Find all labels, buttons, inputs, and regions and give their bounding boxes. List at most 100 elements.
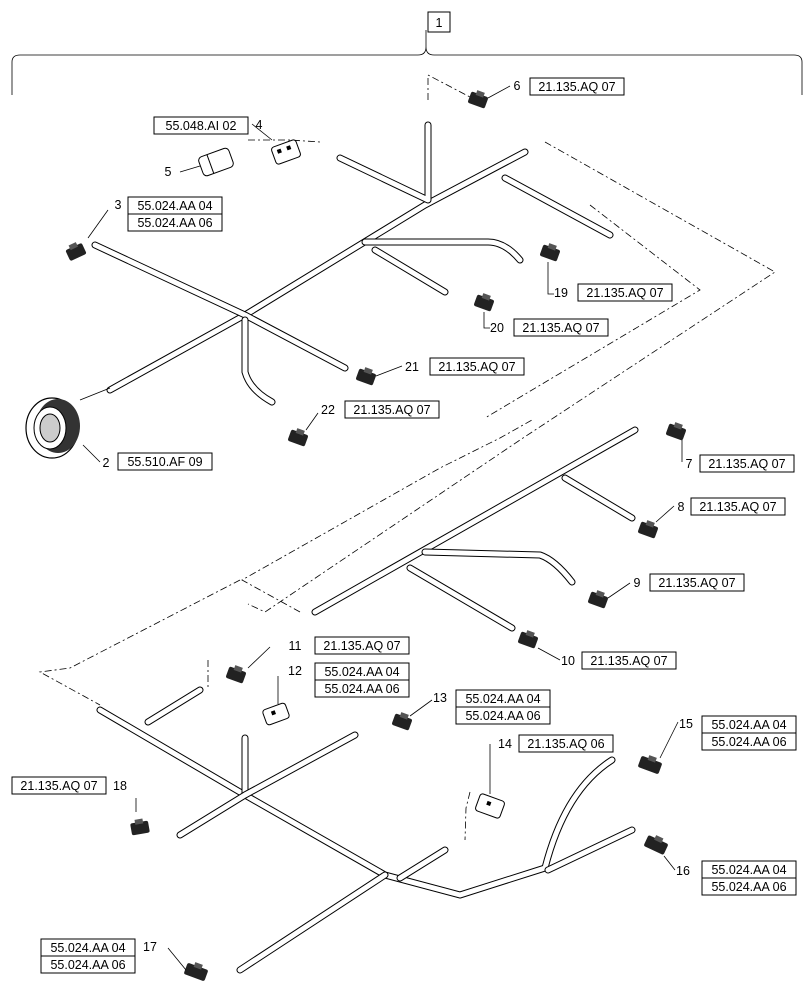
item-number: 6 [514,79,521,93]
item-number: 22 [321,403,335,417]
connector-icon [392,712,412,731]
reference-code[interactable]: 21.135.AQ 07 [658,576,735,590]
callout-item-11[interactable]: 11 21.135.AQ 07 [289,636,410,655]
item-number: 12 [288,664,302,678]
harness-outline-lower [38,419,533,706]
item-number: 11 [289,639,302,653]
connector-4-icon [271,139,301,165]
open-connectors [198,139,505,841]
item-number: 20 [490,321,504,335]
connectors [65,90,686,981]
reference-code[interactable]: 21.135.AQ 07 [323,639,400,653]
reference-box [153,116,249,135]
callout-item-2[interactable]: 2 55.510.AF 09 [103,452,213,471]
reference-code[interactable]: 55.510.AF 09 [127,455,202,469]
connector-icon [184,962,208,981]
reference-box [455,706,551,725]
reference-box [314,679,410,698]
connector-icon [288,428,308,447]
item-number: 4 [256,118,263,132]
reference-box [581,651,677,670]
reference-code[interactable]: 55.024.AA 04 [137,199,212,213]
item-number: 5 [165,165,172,179]
reference-code[interactable]: 21.135.AQ 07 [708,457,785,471]
connector-icon [65,242,87,261]
connector-icon [474,293,494,312]
item-number: 16 [676,864,690,878]
reference-box [701,732,797,751]
callout-item-22[interactable]: 22 21.135.AQ 07 [321,400,440,419]
upper-harness [91,121,614,406]
reference-code[interactable]: 55.024.AA 04 [711,863,786,877]
connector-icon [588,590,608,609]
reference-box [577,283,673,302]
callout-item-1[interactable]: 1 [427,11,451,33]
reference-box [701,877,797,896]
reference-code[interactable]: 21.135.AQ 06 [527,737,604,751]
reference-code[interactable]: 21.135.AQ 07 [586,286,663,300]
reference-box [344,400,440,419]
item-number: 19 [554,286,568,300]
connector-icon [644,835,668,855]
callout-item-5[interactable]: 5 [165,165,172,179]
reference-box [699,454,795,473]
reference-code[interactable]: 55.024.AA 06 [324,682,399,696]
callout-item-7[interactable]: 7 21.135.AQ 07 [686,454,795,473]
reference-code[interactable]: 21.135.AQ 07 [590,654,667,668]
reference-code[interactable]: 55.024.AA 06 [137,216,212,230]
reference-code[interactable]: 55.024.AA 04 [465,692,540,706]
item-number: 15 [679,717,693,731]
reference-box [314,636,410,655]
reference-box [529,77,625,96]
reference-code[interactable]: 55.024.AA 06 [50,958,125,972]
lower-harness [96,686,636,974]
reference-code[interactable]: 55.024.AA 04 [324,665,399,679]
reference-code[interactable]: 21.135.AQ 07 [522,321,599,335]
reference-box [429,357,525,376]
reference-code[interactable]: 21.135.AQ 07 [353,403,430,417]
connector-icon [540,243,560,262]
reference-code[interactable]: 55.024.AA 04 [50,941,125,955]
callout-item-20[interactable]: 20 21.135.AQ 07 [490,318,609,337]
reference-code[interactable]: 55.024.AA 06 [711,880,786,894]
callout-item-16[interactable]: 16 55.024.AA 04 55.024.AA 06 [676,860,797,896]
connector-12-icon [262,702,290,726]
reference-box [513,318,609,337]
reference-code[interactable]: 21.135.AQ 07 [438,360,515,374]
callout-item-19[interactable]: 19 21.135.AQ 07 [554,283,673,302]
item-number: 2 [103,456,110,470]
reference-box [649,573,745,592]
reference-code[interactable]: 21.135.AQ 07 [699,500,776,514]
item-number: 7 [686,457,693,471]
connector-icon [518,630,538,649]
reference-code[interactable]: 55.024.AA 06 [465,709,540,723]
reference-box [518,734,614,753]
connector-icon [130,818,150,836]
connector-5-icon [198,147,234,177]
callout-item-12[interactable]: 12 55.024.AA 04 55.024.AA 06 [288,662,410,698]
reference-code[interactable]: 21.135.AQ 07 [20,779,97,793]
callout-item-4[interactable]: 4 55.048.AI 02 [153,116,263,135]
assembly-bracket [11,30,803,95]
callout-item-15[interactable]: 15 55.024.AA 04 55.024.AA 06 [679,715,797,751]
reference-code[interactable]: 55.048.AI 02 [166,119,237,133]
callout-item-6[interactable]: 6 21.135.AQ 07 [514,77,625,96]
connector-icon [666,422,686,441]
reference-code[interactable]: 21.135.AQ 07 [538,80,615,94]
reference-code[interactable]: 55.024.AA 06 [711,735,786,749]
reference-code[interactable]: 55.024.AA 04 [711,718,786,732]
connector-14-icon [475,793,505,819]
connector-icon [468,90,488,109]
